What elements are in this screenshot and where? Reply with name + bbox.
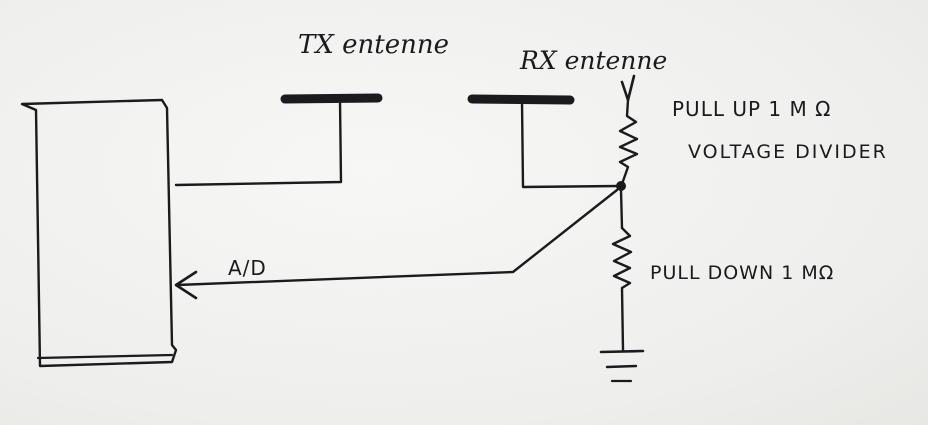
box-bottom-edge <box>36 353 174 360</box>
tx-antenna-label: TX entenne <box>298 30 449 60</box>
rx-feed-wire <box>520 99 621 189</box>
arrow-head-icon <box>174 270 198 300</box>
rx-antenna-label: RX entenne <box>520 46 668 75</box>
rx-antenna <box>467 94 575 105</box>
ad-signal-wire <box>175 188 619 287</box>
pull-down-resistor <box>611 226 633 352</box>
microcontroller-box <box>20 98 178 368</box>
supply-arrow-icon <box>620 74 636 102</box>
divider-wire <box>619 188 624 230</box>
junction-node <box>616 181 626 191</box>
pull-up-resistor <box>618 98 639 186</box>
tx-feed-wire <box>174 98 343 187</box>
tx-antenna <box>280 93 383 104</box>
voltage-divider-label: VOLTAGE DIVIDER <box>688 141 888 163</box>
pull-up-label: PULL UP 1 M Ω <box>672 97 832 121</box>
pull-down-label: PULL DOWN 1 MΩ <box>650 262 835 284</box>
ground-icon <box>599 349 645 354</box>
ad-label: A/D <box>228 256 267 280</box>
